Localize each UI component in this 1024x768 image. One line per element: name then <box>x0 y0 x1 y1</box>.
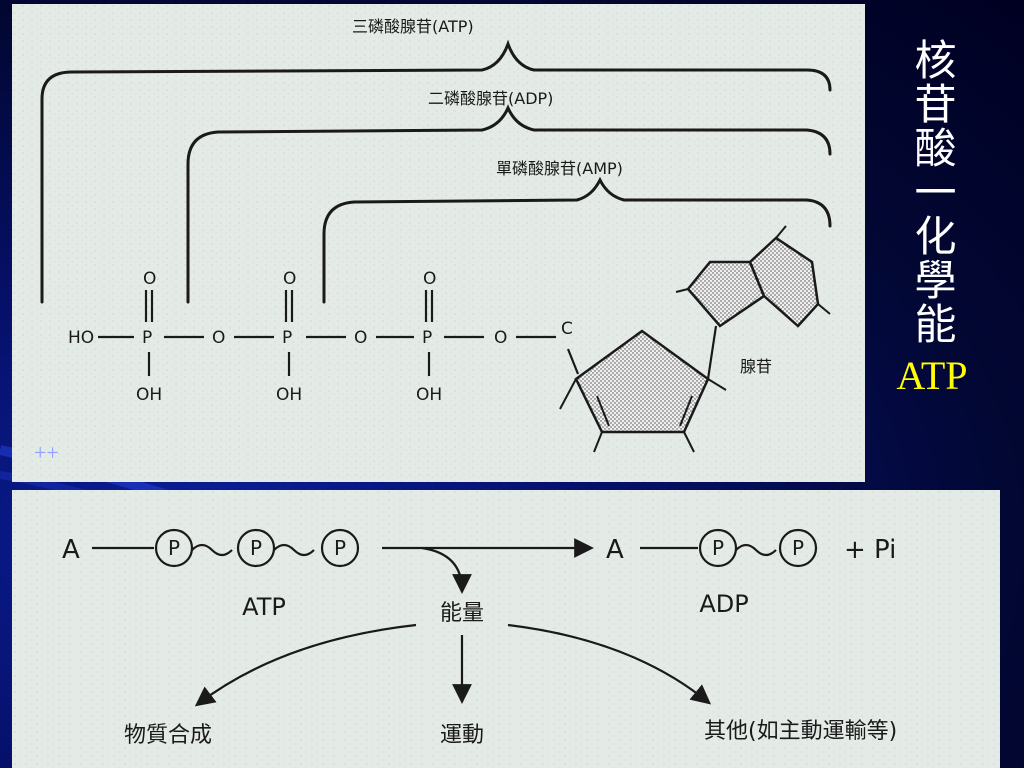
adp-bracket <box>186 104 832 304</box>
ribose-ring <box>559 325 727 453</box>
atp-p-3: P <box>334 536 346 560</box>
synthesis-label: 物質合成 <box>124 723 212 748</box>
adp-phosphate-circle-2 <box>778 528 818 568</box>
adenine-base <box>675 225 831 328</box>
plus-pi: + Pi <box>844 535 896 565</box>
adp-phosphate-circle-1 <box>698 528 738 568</box>
adp-p-2: P <box>792 536 804 560</box>
hydroxyl-1: OH <box>136 385 162 405</box>
atp-caption: ATP <box>242 593 286 621</box>
side-title-atp: ATP <box>896 353 968 398</box>
bridge-oxygen-3: O <box>494 328 507 348</box>
atp-p-1: P <box>168 536 180 560</box>
side-title-chars: 核苷酸一化學能 <box>908 38 957 346</box>
adp-label: 二磷酸腺苷(ADP) <box>428 89 553 108</box>
side-title: 核苷酸一化學能 ATP <box>896 38 968 396</box>
atp-p-2: P <box>250 536 262 560</box>
amp-label: 單磷酸腺苷(AMP) <box>496 159 623 178</box>
hydroxyl-2: OH <box>276 385 302 405</box>
adenosine-a-left: A <box>62 535 80 565</box>
movement-label: 運動 <box>440 723 484 748</box>
phosphorus-3: P <box>422 328 432 348</box>
atp-phosphate-circle-3 <box>320 528 360 568</box>
double-bond-oxygen-3: O <box>423 269 436 289</box>
adenosine-label: 腺苷 <box>740 357 772 376</box>
ho-group: HO <box>68 328 94 348</box>
energy-label: 能量 <box>440 601 484 626</box>
atp-hydrolysis-figure: A A + Pi P P P P P ATP ADP 能量 物質合成 運動 其他… <box>12 490 1000 768</box>
atp-phosphate-circle-2 <box>236 528 276 568</box>
atp-bracket <box>40 39 832 304</box>
atp-label: 三磷酸腺苷(ATP) <box>352 17 474 36</box>
double-bond-oxygen-1: O <box>143 269 156 289</box>
bridge-oxygen-2: O <box>354 328 367 348</box>
adp-caption: ADP <box>699 590 748 618</box>
carbon-atom: C <box>561 319 573 339</box>
atp-phosphate-circle-1 <box>154 528 194 568</box>
double-bond-oxygen-2: O <box>283 269 296 289</box>
atp-structure-figure: 三磷酸腺苷(ATP) 二磷酸腺苷(ADP) 單磷酸腺苷(AMP) HO P O <box>12 4 865 482</box>
phosphorus-2: P <box>282 328 292 348</box>
amp-bracket <box>322 176 832 304</box>
bridge-oxygen-1: O <box>212 328 225 348</box>
hydroxyl-3: OH <box>416 385 442 405</box>
adenosine-a-right: A <box>606 535 624 565</box>
corner-mark: ++ <box>34 440 59 465</box>
adp-p-1: P <box>712 536 724 560</box>
phosphorus-1: P <box>142 328 152 348</box>
others-label: 其他(如主動運輸等) <box>704 719 897 744</box>
